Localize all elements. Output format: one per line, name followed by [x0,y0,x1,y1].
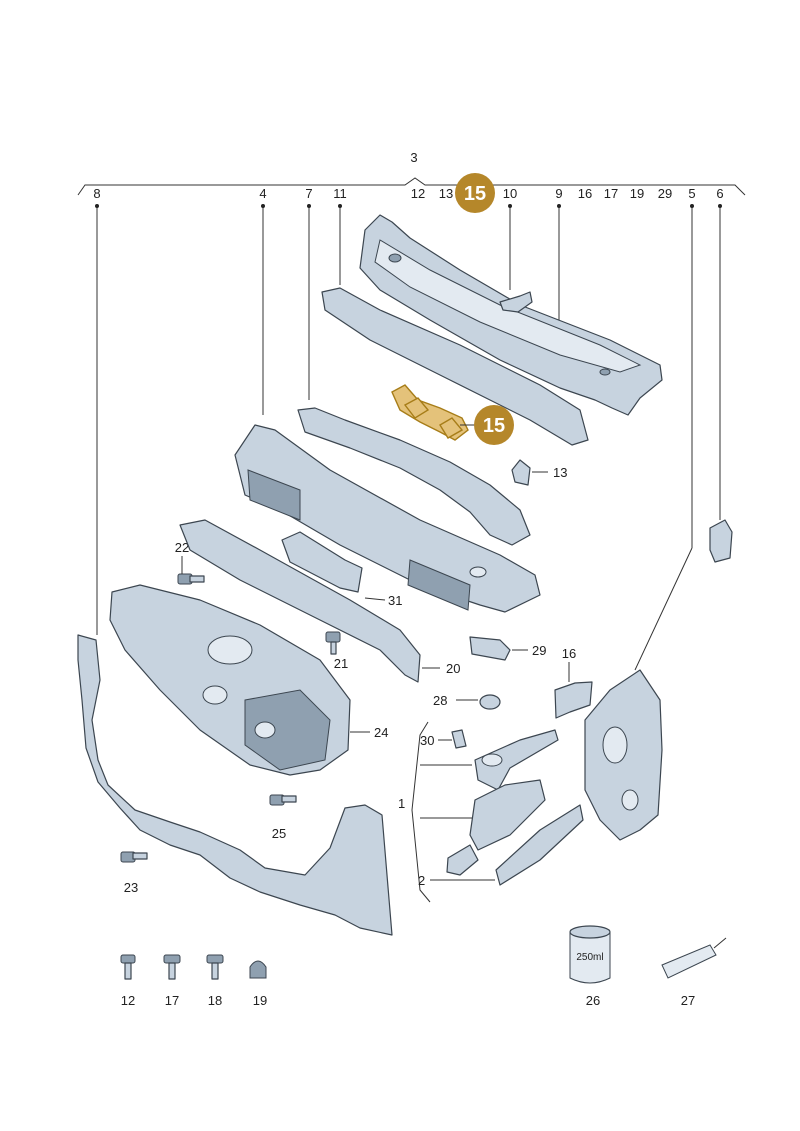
label-1: 1 [398,796,405,811]
label-16-top: 16 [578,186,592,201]
part-17-screw[interactable]: 17 [163,954,181,1008]
label-9: 9 [555,186,562,201]
part-19-nut[interactable]: 19 [249,960,267,1008]
label-29-top: 29 [658,186,672,201]
part-13-clip[interactable]: 13 [511,459,567,486]
part-10-bracket[interactable] [499,291,533,313]
part-24-insulation[interactable]: 24 [109,584,388,776]
part-20-strut[interactable]: 20 [179,519,460,683]
part-22-screw[interactable]: 22 [175,540,205,585]
label-10: 10 [503,186,517,201]
highlight-badge-mid-label: 15 [483,415,505,437]
label-13: 13 [553,465,567,480]
label-7: 7 [305,186,312,201]
label-21: 21 [334,656,348,671]
label-19: 19 [253,993,267,1008]
can-volume-label: 250ml [576,952,603,963]
label-22: 22 [175,540,189,555]
label-6: 6 [716,186,723,201]
label-13-top: 13 [439,186,453,201]
label-26: 26 [586,993,600,1008]
part-18-screw[interactable]: 18 [206,954,224,1008]
group-bracket: 3 [77,150,746,196]
part-12-screw[interactable]: 12 [120,954,136,1008]
label-12: 12 [121,993,135,1008]
label-11: 11 [333,186,347,201]
label-12-top: 12 [411,186,425,201]
part-25-screw[interactable]: 25 [269,794,297,841]
part-11-seal-strip[interactable] [321,287,589,446]
highlight-badge-mid[interactable]: 15 [460,405,514,445]
label-19-top: 19 [630,186,644,201]
label-27: 27 [681,993,695,1008]
part-27-tube[interactable]: 27 [661,937,727,1008]
top-leaders [95,204,722,671]
part-23-screw[interactable]: 23 [120,851,148,895]
part-31-support[interactable]: 31 [281,531,402,608]
label-29: 29 [532,643,546,658]
label-16: 16 [562,646,576,661]
part-21-screw[interactable]: 21 [325,631,348,671]
highlight-badge-top-label: 15 [464,183,486,205]
label-17-top: 17 [604,186,618,201]
part-16-bracket[interactable]: 16 [554,646,593,719]
label-20: 20 [446,661,460,676]
label-25: 25 [272,826,286,841]
part-26-can[interactable]: 250ml 26 [569,925,611,1008]
label-4: 4 [259,186,266,201]
part-6-bracket[interactable] [709,519,733,563]
highlight-badge-top[interactable]: 15 [455,173,495,213]
label-31: 31 [388,593,402,608]
label-24: 24 [374,725,388,740]
label-17: 17 [165,993,179,1008]
part-5-side-panel[interactable] [584,669,663,841]
part-9-cowl-panel[interactable] [359,214,663,416]
part-28-nut[interactable]: 28 [433,693,501,710]
part-15-highlighted-bracket[interactable] [391,384,469,441]
part-29-plate[interactable]: 29 [469,636,546,661]
part-4-bulkhead-upper[interactable] [234,424,541,613]
label-23: 23 [124,880,138,895]
part-30-clip[interactable]: 30 [420,729,467,749]
label-28: 28 [433,693,447,708]
part-7-water-channel[interactable] [297,407,531,546]
label-5: 5 [688,186,695,201]
label-3: 3 [410,150,417,165]
part-1-reinforcement[interactable]: 1 2 [398,721,584,903]
label-30: 30 [420,733,434,748]
label-2: 2 [418,873,425,888]
label-8: 8 [93,186,100,201]
label-18: 18 [208,993,222,1008]
top-number-row: 8 4 7 11 12 13 10 9 16 17 19 29 5 6 [93,186,723,201]
part-8-frame[interactable] [77,634,393,936]
